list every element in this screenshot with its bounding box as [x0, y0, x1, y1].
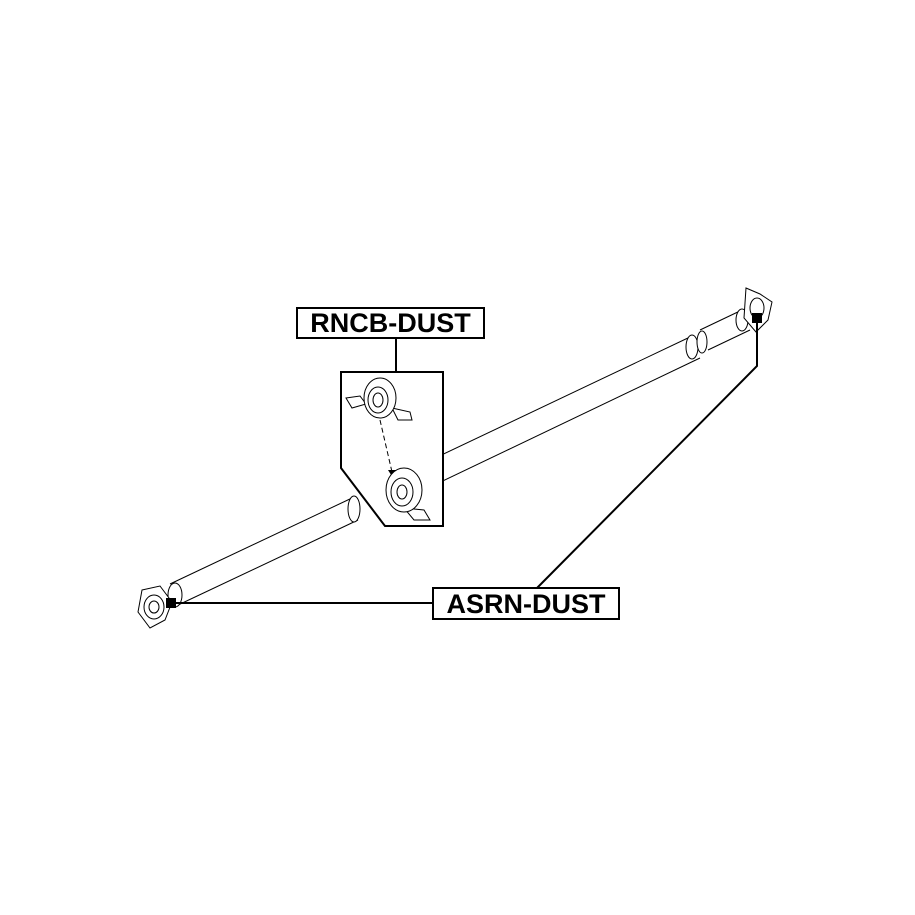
shaft-ring: [696, 330, 708, 354]
center-bearing-installed: [385, 467, 431, 521]
shaft-rear-tube: [169, 497, 359, 607]
part-label-asrn: ASRN-DUST: [432, 587, 620, 620]
marker-square: [752, 313, 762, 323]
marker-square: [166, 598, 176, 608]
center-bearing-exploded: [345, 377, 413, 421]
assembly-arrow: [379, 419, 393, 473]
shaft-ring: [685, 334, 699, 360]
shaft-end-tube: [699, 309, 751, 351]
left-flange: [137, 585, 173, 629]
part-label-rncb: RNCB-DUST: [296, 307, 485, 339]
shaft-ring: [347, 495, 361, 523]
